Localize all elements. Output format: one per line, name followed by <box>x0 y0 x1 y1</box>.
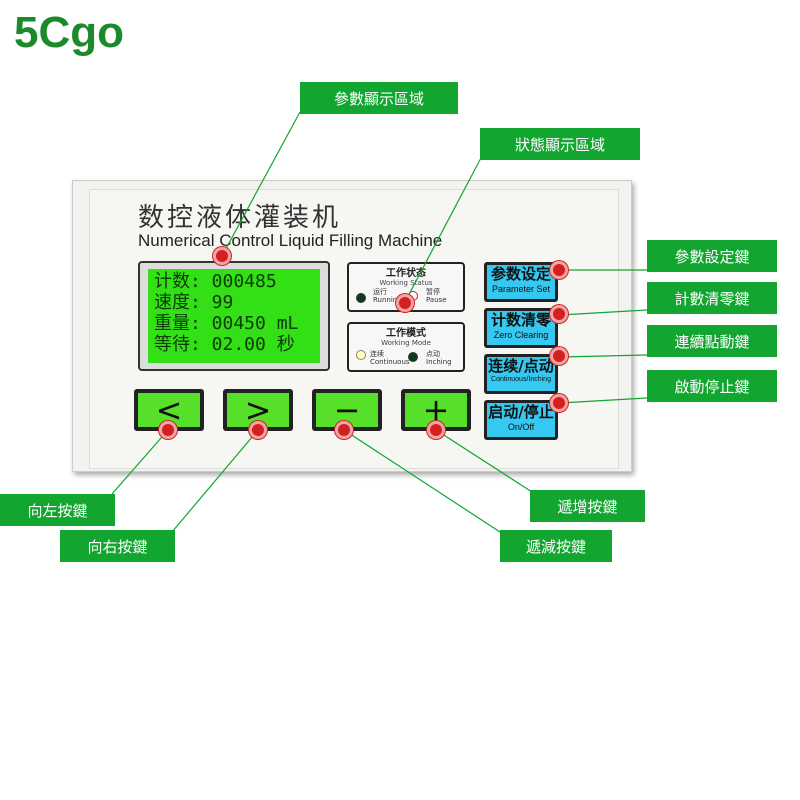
lcd-display: 计数: 000485 速度: 99 重量: 00450 mL 等待: 02.00… <box>138 261 330 371</box>
logo: 5Cgo <box>14 8 124 57</box>
callout-right-key: 向右按鍵 <box>60 530 175 562</box>
lcd-wait: 等待: 02.00 秒 <box>154 334 295 355</box>
callout-inc-key: 遞增按鍵 <box>530 490 645 522</box>
callout-status-display: 狀態顯示區域 <box>480 128 640 160</box>
callout-start-stop: 啟動停止鍵 <box>647 370 777 402</box>
plus-button[interactable]: + <box>401 389 471 431</box>
mode-title-en: Working Mode <box>381 339 431 347</box>
running-led-icon <box>356 293 366 303</box>
lcd-volume: 重量: 00450 mL <box>154 313 299 334</box>
left-arrow-icon: < <box>138 391 200 429</box>
plus-icon: + <box>405 391 467 429</box>
callout-left-key: 向左按鍵 <box>0 494 115 526</box>
marker-dot <box>216 250 228 262</box>
btn-cn: 连续/点动 <box>488 357 554 375</box>
btn-cn: 参数设定 <box>490 265 551 283</box>
left-button[interactable]: < <box>134 389 204 431</box>
btn-cn: 计数清零 <box>490 311 551 329</box>
btn-en: On/Off <box>507 422 535 432</box>
minus-button[interactable]: − <box>312 389 382 431</box>
working-mode-box: 工作模式 Working Mode <box>347 322 465 372</box>
panel-title-cn: 数控液体灌装机 <box>138 203 342 233</box>
marker-dot <box>553 397 565 409</box>
mode-title: 工作模式 <box>386 328 426 339</box>
btn-en: Parameter Set <box>491 284 551 294</box>
marker-dot <box>162 424 174 436</box>
callout-param-display: 參數顯示區域 <box>300 82 458 114</box>
callout-param-set: 參數設定鍵 <box>647 240 777 272</box>
btn-cn: 启动/停止 <box>488 403 554 421</box>
marker-dot <box>553 264 565 276</box>
marker-dot <box>252 424 264 436</box>
marker-dot <box>338 424 350 436</box>
lcd-speed: 速度: 99 <box>154 292 234 313</box>
status-title: 工作状态 <box>386 268 426 279</box>
panel-title-en: Numerical Control Liquid Filling Machine <box>138 231 443 250</box>
minus-icon: − <box>316 391 378 429</box>
marker-dot <box>430 424 442 436</box>
right-arrow-icon: > <box>227 391 289 429</box>
lcd-count: 计数: 000485 <box>154 271 277 292</box>
inching-led-icon <box>408 352 418 362</box>
marker-dot <box>553 308 565 320</box>
callout-cont-inch: 連續點動鍵 <box>647 325 777 357</box>
btn-en: Zero Clearing <box>493 330 549 340</box>
btn-en: Continuous/Inching <box>491 376 551 383</box>
callout-dec-key: 遞減按鍵 <box>500 530 612 562</box>
status-title-en: Working Status <box>379 279 433 287</box>
marker-dot <box>553 350 565 362</box>
callout-count-clear: 計數清零鍵 <box>647 282 777 314</box>
continuous-led-icon <box>356 350 366 360</box>
marker-dot <box>399 297 411 309</box>
